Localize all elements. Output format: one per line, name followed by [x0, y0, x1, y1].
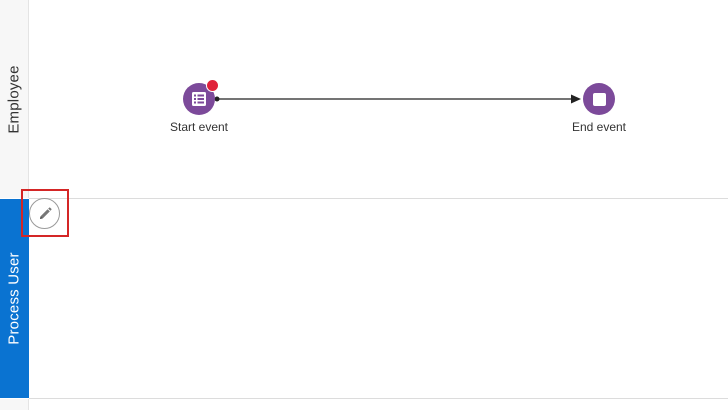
form-list-icon	[192, 92, 206, 106]
lane-divider	[29, 198, 728, 199]
edit-lane-button[interactable]	[29, 198, 60, 229]
edit-button-highlight	[21, 189, 69, 237]
lane-header-process-user[interactable]: Process User	[0, 199, 29, 398]
end-event-label: End event	[571, 120, 627, 134]
end-event[interactable]	[583, 83, 615, 115]
lane-header-next	[0, 399, 29, 410]
lane-process-user[interactable]	[0, 199, 728, 398]
notification-badge	[206, 79, 219, 92]
lane-header-employee[interactable]: Employee	[0, 0, 29, 198]
start-event-label: Start event	[169, 120, 229, 134]
stop-icon	[592, 92, 606, 106]
lane-label-employee: Employee	[5, 64, 23, 134]
pencil-icon	[39, 206, 52, 219]
lane-label-process-user: Process User	[6, 252, 23, 345]
lane-employee[interactable]	[0, 0, 728, 198]
lane-divider	[29, 398, 728, 399]
